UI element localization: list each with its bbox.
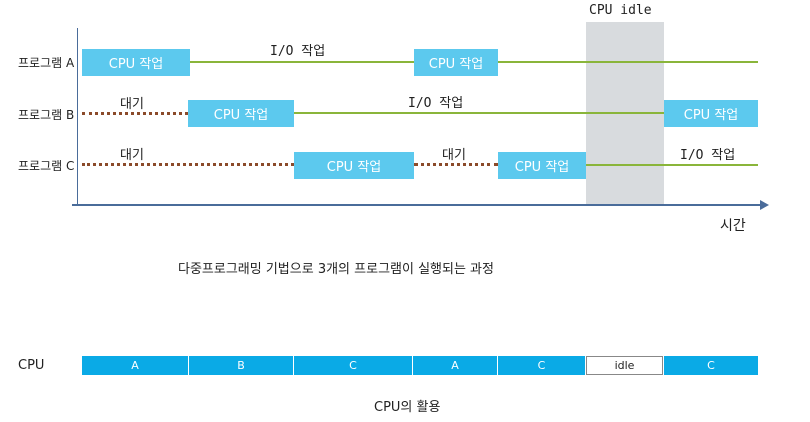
utilization-segment: A xyxy=(413,356,497,375)
time-axis-label: 시간 xyxy=(720,218,746,234)
program-a-io-line xyxy=(498,61,758,63)
cpu-utilization-label: CPU xyxy=(18,358,45,373)
program-c-wait-line xyxy=(82,163,294,166)
program-b-io-line xyxy=(294,112,664,114)
cpu-utilization-caption: CPU의 활용 xyxy=(374,400,441,415)
program-c-wait-label: 대기 xyxy=(442,148,466,163)
program-b-wait-label: 대기 xyxy=(120,97,144,112)
utilization-idle-segment: idle xyxy=(586,356,663,375)
program-c-wait-label: 대기 xyxy=(120,148,144,163)
time-axis-arrow xyxy=(760,200,769,210)
program-c-label: 프로그램 C xyxy=(18,159,75,173)
utilization-segment: A xyxy=(82,356,188,375)
time-axis xyxy=(72,204,762,206)
program-c-cpu-box: CPU 작업 xyxy=(294,152,414,179)
program-b-io-label: I/O 작업 xyxy=(408,96,464,111)
program-a-io-label: I/O 작업 xyxy=(270,44,326,59)
utilization-segment: C xyxy=(664,356,758,375)
program-a-io-line xyxy=(190,61,414,63)
utilization-segment: C xyxy=(498,356,585,375)
program-b-cpu-box: CPU 작업 xyxy=(664,100,758,127)
cpu-idle-region xyxy=(586,22,664,206)
program-b-cpu-box: CPU 작업 xyxy=(188,100,294,127)
program-c-wait-line xyxy=(414,163,498,166)
program-b-label: 프로그램 B xyxy=(18,108,75,122)
program-b-wait-line xyxy=(82,112,188,115)
program-a-cpu-box: CPU 작업 xyxy=(82,49,190,76)
program-a-label: 프로그램 A xyxy=(18,56,75,70)
program-c-cpu-box: CPU 작업 xyxy=(498,152,586,179)
program-c-io-line xyxy=(586,164,758,166)
utilization-segment: B xyxy=(189,356,293,375)
program-a-cpu-box: CPU 작업 xyxy=(414,49,498,76)
utilization-segment: C xyxy=(294,356,412,375)
program-c-io-label: I/O 작업 xyxy=(680,148,736,163)
multiprogramming-caption: 다중프로그래밍 기법으로 3개의 프로그램이 실행되는 과정 xyxy=(178,262,494,277)
y-axis xyxy=(77,28,78,206)
cpu-idle-title: CPU idle xyxy=(589,3,652,18)
